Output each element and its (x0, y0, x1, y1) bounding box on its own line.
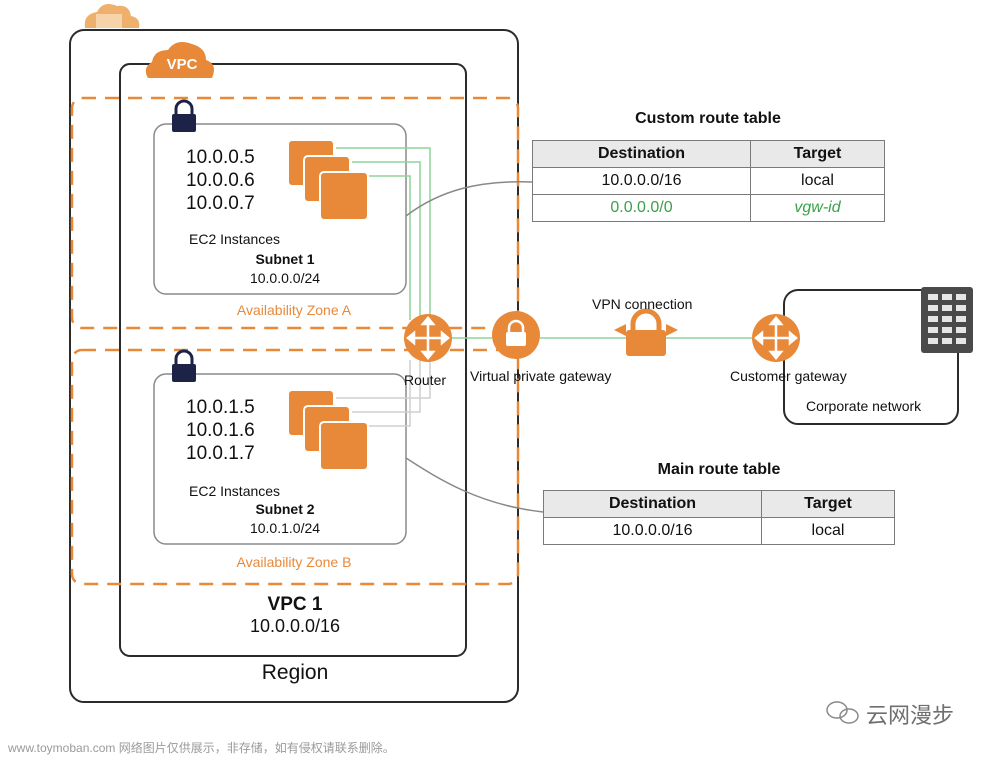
availability-zone-b-box (70, 348, 520, 586)
custom-route-target: vgw-id (750, 194, 885, 222)
availability-zone-a-box (70, 96, 520, 330)
vpc-cloud-icon (145, 42, 214, 78)
main-table-connector (405, 457, 544, 513)
virtual-private-gateway-icon (492, 311, 540, 359)
availability-zone-b-label: Availability Zone B (236, 554, 352, 570)
main-route-target: local (761, 517, 895, 545)
subnet-2-lock-icon (172, 349, 196, 382)
subnet-2-instances-label: EC2 Instances (189, 483, 281, 499)
router-label: Router (404, 372, 447, 388)
ec2-stack-1-icon (287, 139, 369, 221)
vpc-name: VPC 1 (267, 594, 323, 615)
vpc-cidr: 10.0.0.0/16 (249, 616, 341, 636)
custom-route-table-header-destination: Destination (532, 140, 751, 168)
corporate-network-label: Corporate network (806, 398, 922, 414)
custom-route-destination: 0.0.0.0/0 (532, 194, 751, 222)
main-route-table-title: Main route table (657, 461, 781, 478)
vpc-box (119, 63, 467, 657)
main-route-table: Destination Target 10.0.0.0/16 local (543, 490, 895, 545)
subnet-1-lock-icon (172, 99, 196, 132)
router-icon (404, 314, 452, 362)
customer-gateway-icon (752, 314, 800, 362)
customer-gateway-label: Customer gateway (730, 368, 847, 384)
table-row: 10.0.0.0/16 local (543, 517, 895, 545)
ec2-stack-2-icon (287, 389, 369, 471)
watermark-right-text: 云网漫步 (866, 703, 955, 728)
region-cloud-icon (84, 4, 140, 28)
main-route-table-header-target: Target (761, 490, 895, 518)
wechat-watermark-icon (826, 701, 859, 724)
custom-route-table-title: Custom route table (635, 110, 781, 127)
subnet-2-routes (336, 360, 431, 427)
virtual-private-gateway-label: Virtual private gateway (470, 368, 612, 384)
table-row: 10.0.0.0/16 local (532, 167, 885, 195)
vpc-badge-label: VPC (166, 56, 198, 73)
region-label: Region (261, 661, 329, 684)
subnet-1-cidr: 10.0.0.0/24 (249, 270, 321, 286)
subnet-1-ip-1: 10.0.0.5 (186, 147, 255, 168)
subnet-1-name: Subnet 1 (255, 251, 315, 267)
subnet-2-ip-1: 10.0.1.5 (186, 397, 255, 418)
main-route-table-header-destination: Destination (543, 490, 762, 518)
subnet-2-ip-2: 10.0.1.6 (186, 420, 255, 441)
subnet-1-routes (336, 147, 431, 320)
custom-table-connector (405, 181, 533, 217)
server-rack-icon (921, 287, 973, 353)
subnet-2-ip-3: 10.0.1.7 (186, 443, 255, 464)
vpn-connection-label: VPN connection (592, 296, 693, 312)
custom-route-table-header-target: Target (750, 140, 885, 168)
custom-route-table: Destination Target 10.0.0.0/16 local 0.0… (532, 140, 885, 222)
custom-route-target: local (750, 167, 885, 195)
subnet-1-instances-label: EC2 Instances (189, 231, 281, 247)
vpn-lock-icon (614, 308, 678, 356)
subnet-1-ip-2: 10.0.0.6 (186, 170, 255, 191)
subnet-2-name: Subnet 2 (255, 501, 315, 517)
custom-route-destination: 10.0.0.0/16 (532, 167, 751, 195)
main-route-destination: 10.0.0.0/16 (543, 517, 762, 545)
table-row: 0.0.0.0/0 vgw-id (532, 194, 885, 222)
subnet-1-ip-3: 10.0.0.7 (186, 193, 255, 214)
availability-zone-a-label: Availability Zone A (236, 302, 352, 318)
watermark-left-text: www.toymoban.com 网络图片仅供展示，非存储，如有侵权请联系删除。 (8, 741, 395, 755)
subnet-2-cidr: 10.0.1.0/24 (249, 520, 321, 536)
